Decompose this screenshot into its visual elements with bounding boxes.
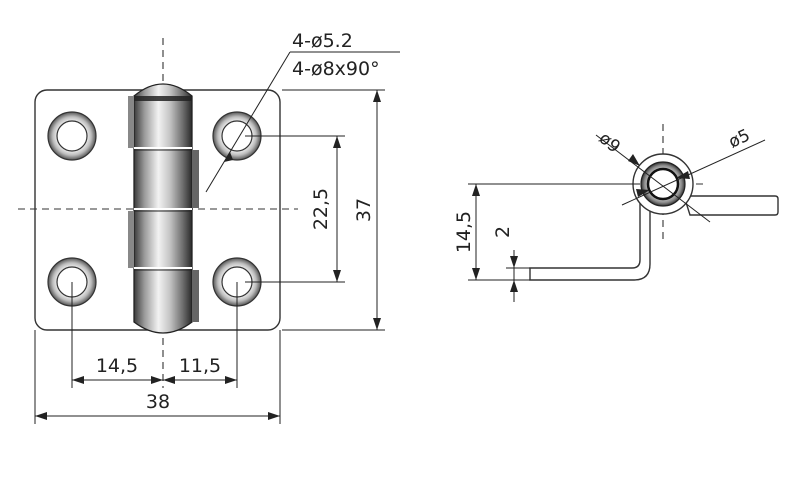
dim-thickness: 2 [492, 226, 530, 302]
dim-left-offset-text: 14,5 [96, 355, 138, 377]
leaf-profile-left [529, 203, 651, 281]
dim-hole-pitch: 22,5 [245, 135, 345, 283]
dim-offsets: 14,5 11,5 [71, 282, 238, 388]
dim-height: 37 [282, 89, 385, 331]
hinge-barrel [128, 83, 199, 334]
dim-offset-height: 14,5 [453, 183, 640, 281]
dim-hole-pitch-text: 22,5 [310, 188, 332, 230]
leaf-profile-right [683, 195, 779, 216]
front-view: 4-ø5.2 4-ø8x90° 22,5 37 [18, 30, 400, 424]
dim-width-text: 38 [146, 391, 170, 413]
dim-thickness-text: 2 [492, 226, 514, 238]
dim-offset-height-text: 14,5 [453, 211, 475, 253]
hole-callout-line1: 4-ø5.2 [292, 30, 353, 52]
hole-callout-line2: 4-ø8x90° [292, 58, 380, 80]
pin-knuckle [632, 153, 694, 215]
dim-width: 38 [34, 330, 281, 424]
dim-right-offset-text: 11,5 [179, 355, 221, 377]
hole-top-right [212, 111, 262, 161]
hole-top-left [47, 111, 97, 161]
dim-height-text: 37 [353, 198, 375, 222]
dim-pin-inner-text: ø5 [726, 125, 754, 152]
side-view: ø9 ø5 14,5 2 [453, 124, 779, 302]
hole-callout: 4-ø5.2 4-ø8x90° [205, 30, 400, 193]
